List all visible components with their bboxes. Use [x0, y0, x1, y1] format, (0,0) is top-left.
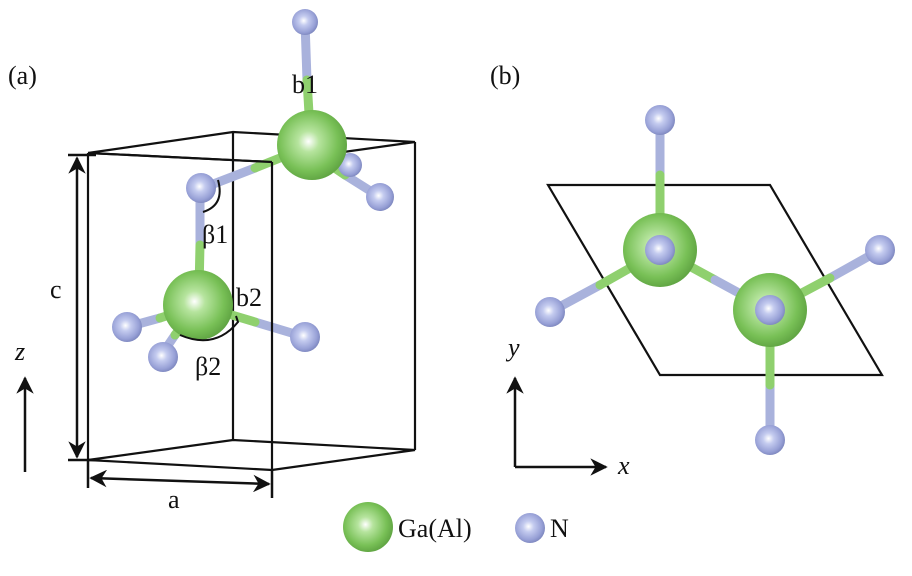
x-axis-label: x — [617, 451, 630, 480]
lattice-c-dimension — [68, 153, 96, 462]
ga-atom — [277, 110, 347, 180]
angle-arc-beta2 — [179, 315, 240, 342]
n-atom — [755, 425, 785, 455]
n-atom — [186, 173, 216, 203]
y-axis-label: y — [505, 333, 520, 362]
n-atom — [366, 183, 394, 211]
legend-ga-label: Ga(Al) — [398, 514, 472, 543]
n-atom — [148, 342, 178, 372]
bonds — [545, 117, 885, 445]
ga-atom — [163, 270, 233, 340]
panel-b: (b) y x — [490, 61, 895, 480]
legend-ga-swatch — [343, 502, 393, 552]
lattice-c-label: c — [50, 275, 62, 304]
unit-cell-front-edge — [87, 151, 274, 470]
n-atom — [535, 297, 565, 327]
n-atom — [865, 235, 895, 265]
angle-label-beta2: β2 — [195, 352, 221, 381]
lattice-a-label: a — [168, 485, 180, 514]
legend-n-swatch — [515, 513, 545, 543]
panel-a-label: (a) — [8, 61, 37, 90]
angle-label-beta1: β1 — [202, 220, 228, 249]
panel-b-label: (b) — [490, 61, 520, 90]
n-atom — [112, 312, 142, 342]
bond-label-b1: b1 — [292, 70, 318, 99]
angle-arc-beta1 — [202, 179, 221, 213]
lattice-a-dimension — [86, 460, 274, 498]
legend: Ga(Al) N — [343, 502, 569, 552]
n-atom — [645, 235, 675, 265]
z-axis-label: z — [14, 337, 25, 366]
n-atom — [290, 322, 320, 352]
n-atom — [292, 9, 318, 35]
bond-label-b2: b2 — [236, 283, 262, 312]
n-atom — [645, 105, 675, 135]
unit-cell-projection — [546, 183, 884, 377]
legend-n-label: N — [550, 514, 569, 543]
panel-a: (a) — [8, 9, 417, 514]
n-atom — [755, 295, 785, 325]
